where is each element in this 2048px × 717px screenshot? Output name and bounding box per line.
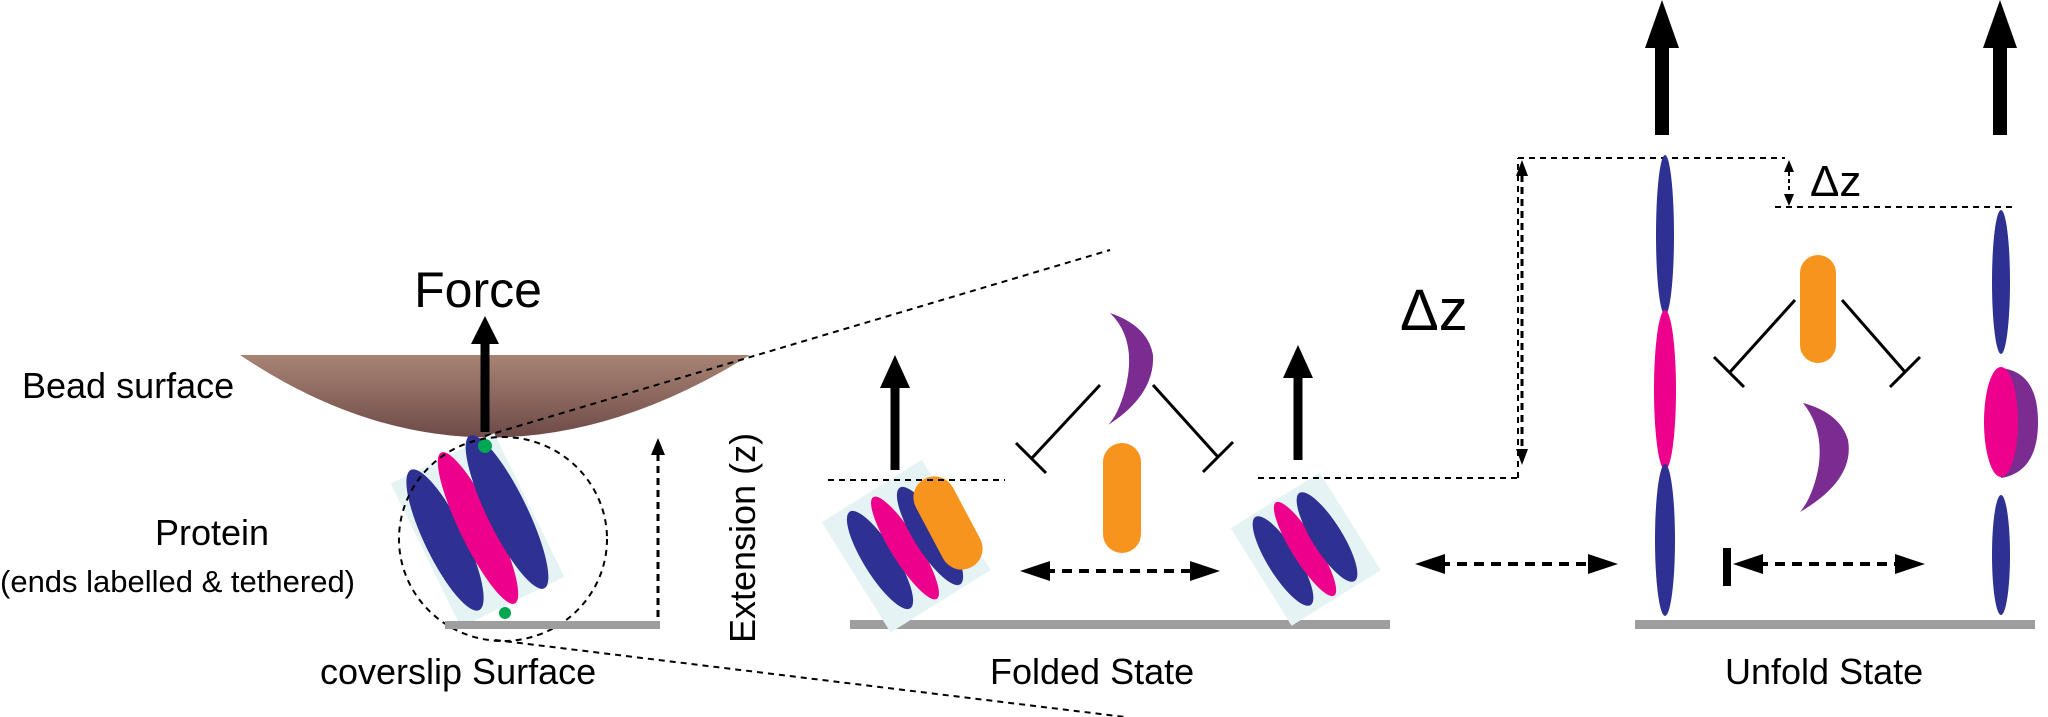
delta-z-step-line (1258, 157, 1785, 479)
coverslip-surface (445, 621, 660, 629)
coverslip-label: coverslip Surface (320, 651, 596, 692)
folded-state-label: Folded State (990, 651, 1194, 692)
protein-domain-navy (1296, 492, 1358, 582)
purple-ligand-unfold (1800, 403, 1849, 512)
protein-domain-navy (846, 510, 914, 610)
protein-domain-navy (465, 435, 549, 589)
extension-arrow (651, 438, 665, 617)
delta-z-small-label: Δz (1810, 157, 1861, 206)
unfolded-protein-bound (1984, 210, 2038, 615)
orange-ligand-unfold (1800, 255, 1836, 363)
protein-domain-magenta (1654, 310, 1676, 470)
extension-axis-label: Extension (z) (722, 433, 763, 643)
unfold-surface (1635, 620, 2035, 629)
block-arrow (1723, 548, 1925, 586)
protein-label: Protein (155, 512, 269, 553)
unfold-inhibition-arrows (1712, 298, 1922, 389)
force-label: Force (414, 262, 542, 318)
protein-domain-navy (1655, 464, 1675, 616)
protein-domain-navy (1252, 516, 1314, 606)
folded-inhibition-arrows (1014, 383, 1235, 475)
zoom-circle (398, 436, 608, 642)
bead-surface (240, 355, 750, 438)
protein-domain-magenta (1273, 501, 1337, 597)
folded-exchange-arrow (1020, 561, 1220, 581)
protein-domain-magenta (437, 452, 519, 604)
folded-force-arrow-2 (1283, 345, 1313, 460)
orange-ligand-folded (1103, 443, 1141, 553)
unfold-exchange-arrow (1415, 554, 1618, 574)
folded-surface (850, 620, 1390, 629)
delta-z-small-arrow (1784, 160, 1794, 206)
purple-ligand-folded (1108, 313, 1154, 425)
folded-protein-bound (821, 459, 991, 633)
protein-domain-navy (1656, 155, 1674, 315)
tether-point-top (478, 439, 492, 453)
protein-note-label: (ends labelled & tethered) (0, 564, 355, 599)
unfolded-protein-free (1654, 155, 1676, 616)
force-arrow (471, 316, 499, 432)
protein-domain-navy (1992, 495, 2010, 615)
delta-z-large-arrow (1516, 160, 1528, 465)
bead-protein (390, 433, 565, 628)
folded-force-arrow-1 (880, 355, 910, 470)
unfold-force-arrow-2 (1983, 0, 2017, 135)
orange-ligand-bound (913, 476, 983, 570)
unfold-force-arrow-1 (1645, 0, 1679, 135)
bead-surface-label: Bead surface (22, 365, 234, 406)
zoom-guide-lines (484, 249, 1126, 717)
tether-point-bottom (499, 607, 511, 619)
protein-domain-magenta (871, 496, 939, 600)
protein-domain-magenta (1984, 367, 2018, 477)
unfold-state-label: Unfold State (1725, 651, 1923, 692)
protein-domain-navy (1992, 210, 2010, 354)
protein-domain-navy (406, 469, 484, 611)
delta-z-large-label: Δz (1400, 278, 1468, 343)
folded-protein-free (1230, 472, 1381, 626)
